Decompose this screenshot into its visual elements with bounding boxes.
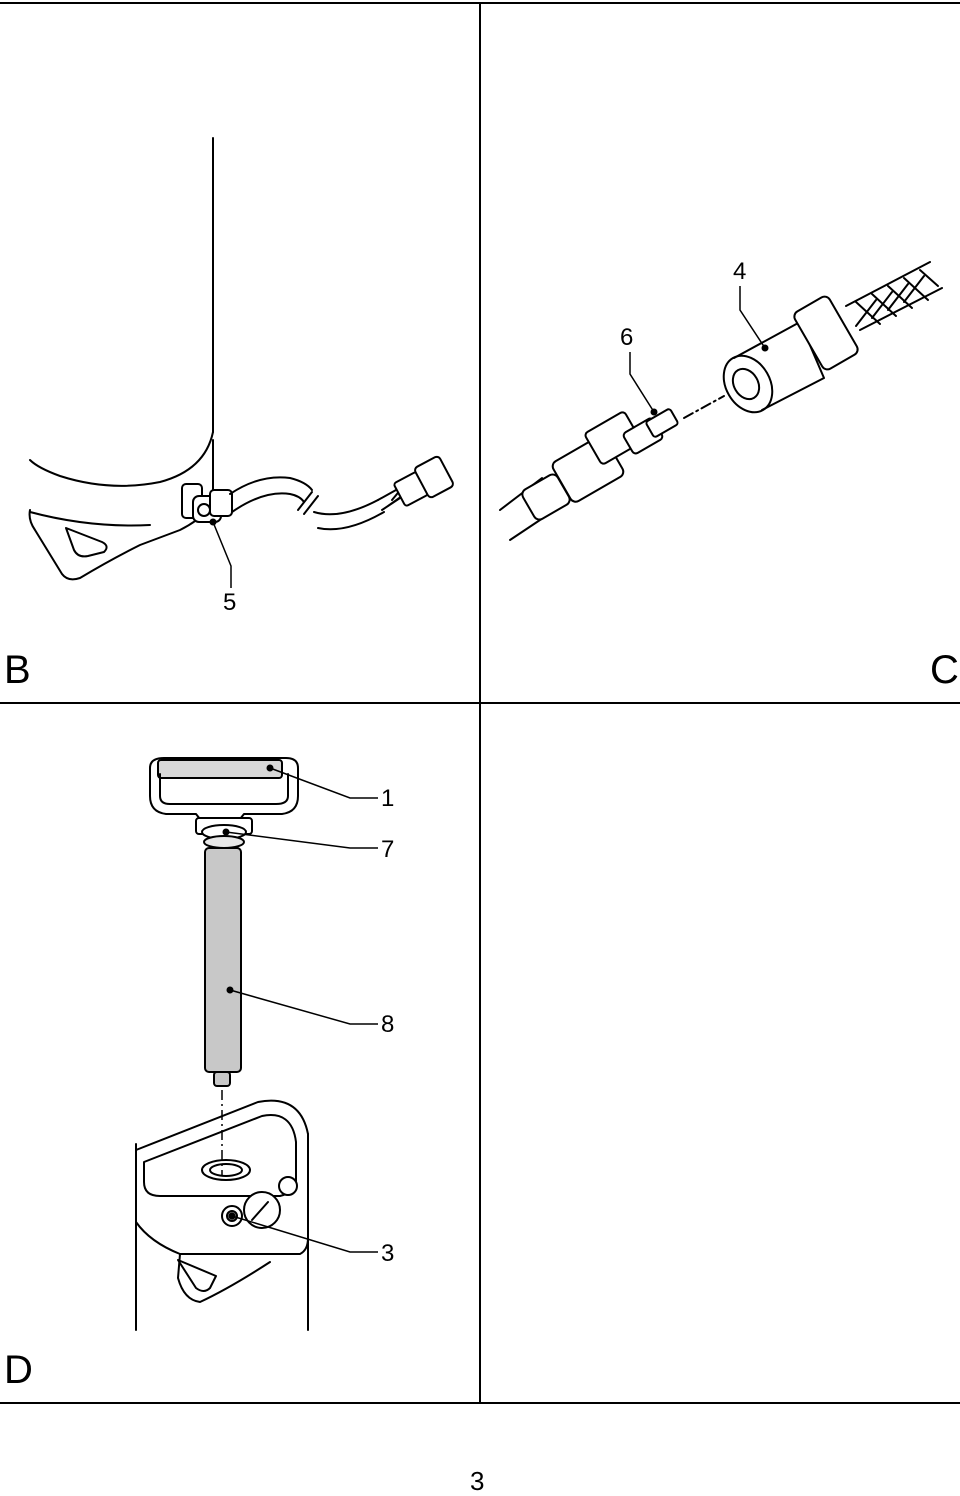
page-number: 3 bbox=[470, 1466, 485, 1496]
callout-7: 7 bbox=[381, 836, 395, 863]
panel-d-illustration bbox=[135, 757, 378, 1331]
callout-3: 3 bbox=[381, 1240, 395, 1267]
panel-letter-c: C bbox=[930, 648, 959, 692]
panel-letter-b: B bbox=[4, 648, 31, 692]
middle-horizontal-rule bbox=[0, 702, 960, 704]
bottom-rule bbox=[0, 1402, 960, 1404]
callout-1: 1 bbox=[381, 785, 395, 812]
panel-c-illustration bbox=[499, 261, 943, 541]
callout-6: 6 bbox=[620, 324, 634, 351]
panel-b-illustration bbox=[28, 137, 454, 588]
callout-5: 5 bbox=[223, 589, 237, 616]
panel-letter-d: D bbox=[4, 1348, 33, 1392]
callout-8: 8 bbox=[381, 1011, 395, 1038]
callout-4: 4 bbox=[733, 258, 747, 285]
